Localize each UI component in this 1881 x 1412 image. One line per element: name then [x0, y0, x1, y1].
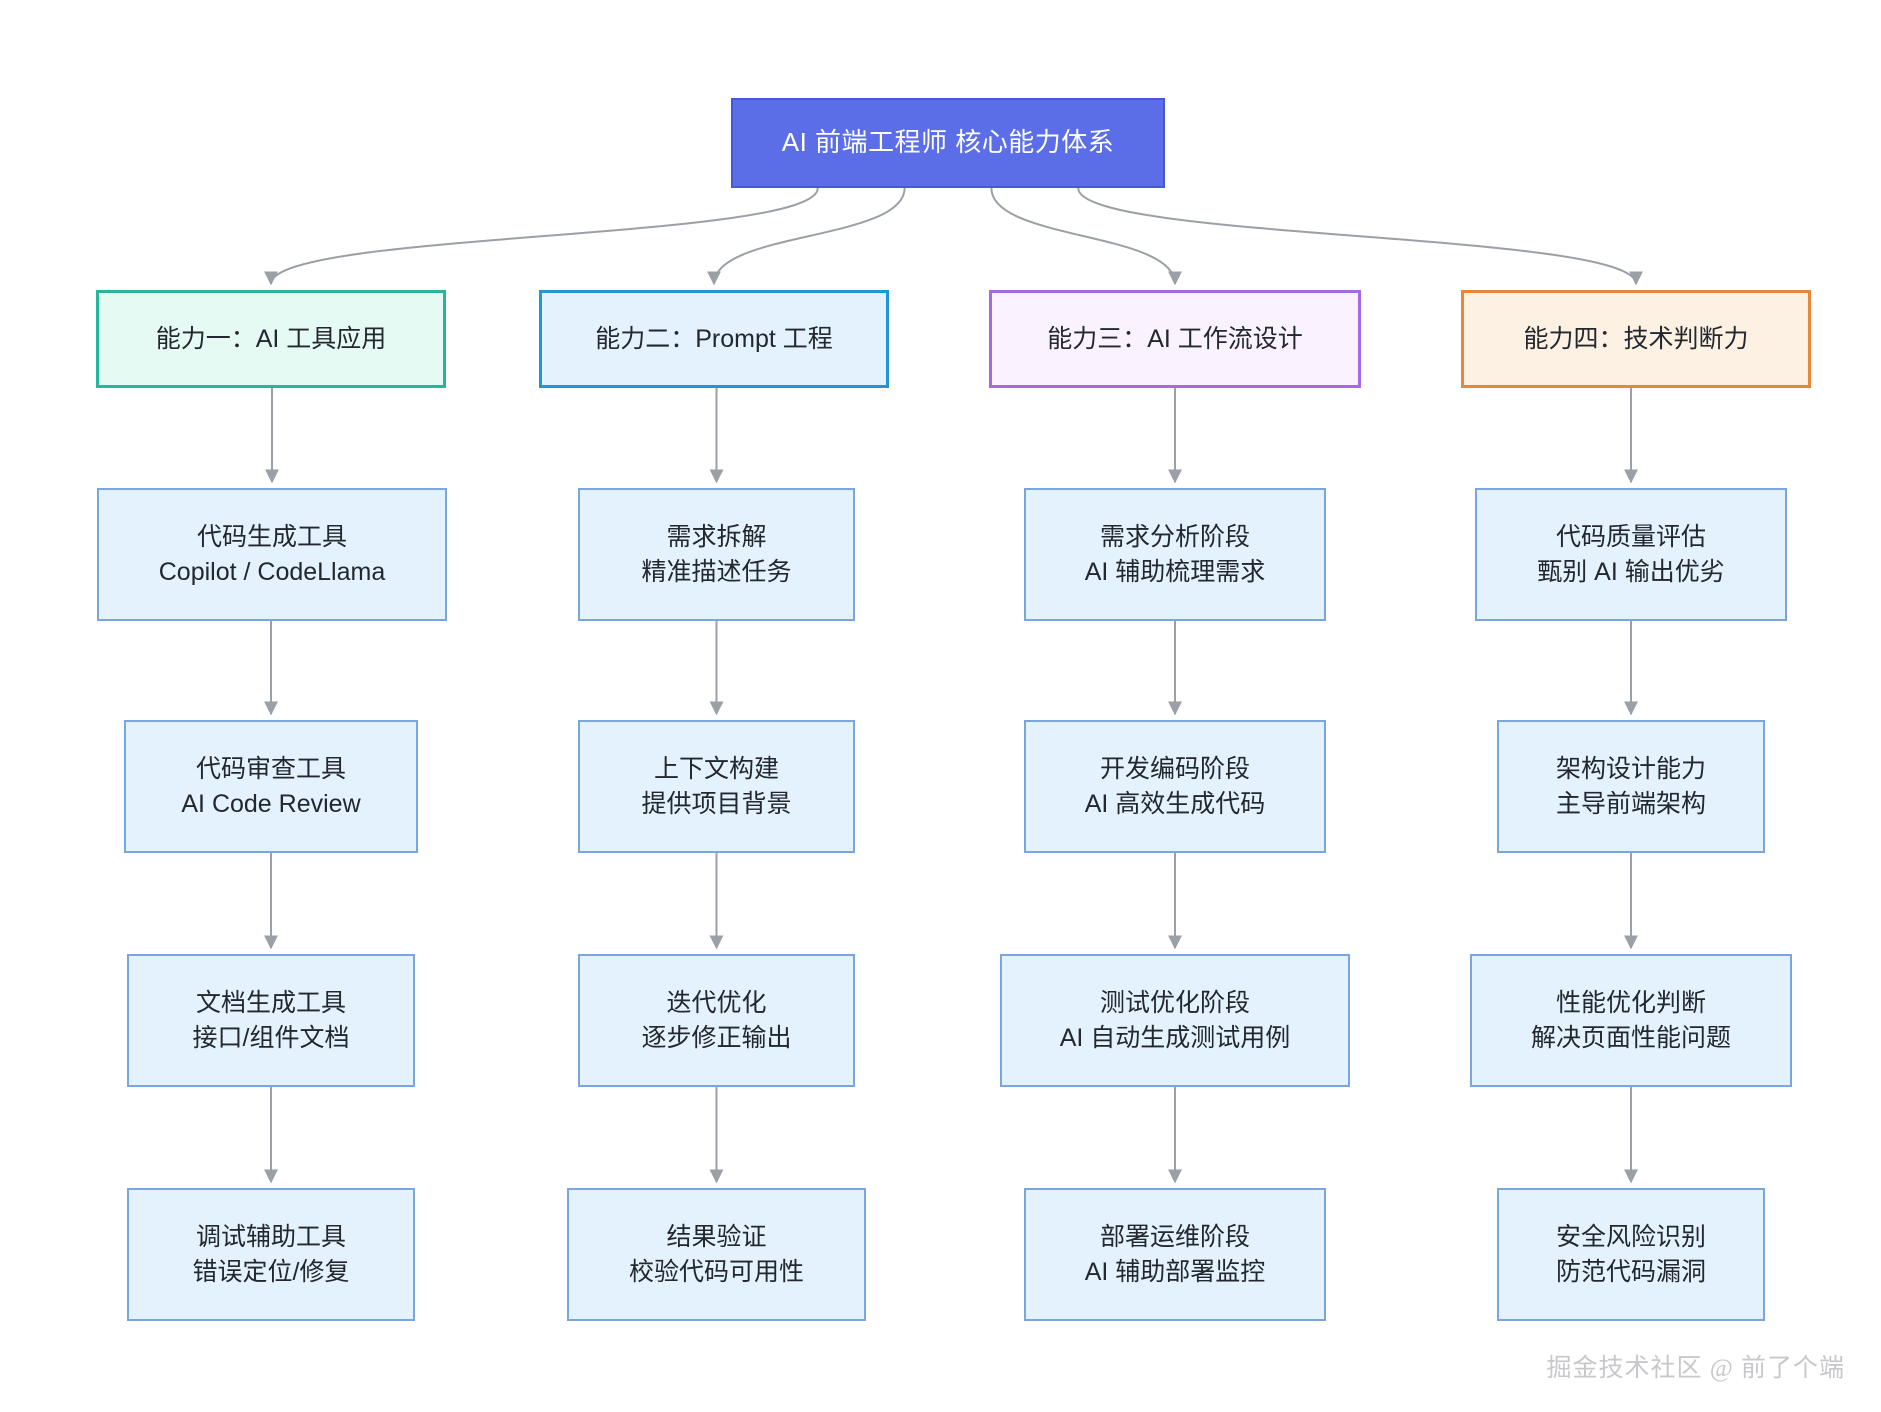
step-node-title: 代码生成工具 [196, 523, 347, 551]
step-node-subtitle: 主导前端架构 [1555, 789, 1706, 818]
step-node-4-1[interactable]: 代码质量评估甄别 AI 输出优劣 [1475, 488, 1787, 621]
step-node-title: 架构设计能力 [1555, 755, 1706, 783]
category-node-label: 能力一：AI 工具应用 [155, 324, 387, 353]
step-node-subtitle: 解决页面性能问题 [1530, 1023, 1731, 1052]
step-node-title: 需求分析阶段 [1099, 523, 1250, 551]
step-node-2-4[interactable]: 结果验证校验代码可用性 [567, 1188, 866, 1321]
step-node-subtitle: 接口/组件文档 [192, 1023, 350, 1052]
category-node-1[interactable]: 能力一：AI 工具应用 [96, 290, 446, 388]
step-node-title: 需求拆解 [666, 523, 767, 551]
step-node-subtitle: 防范代码漏洞 [1555, 1257, 1706, 1286]
step-node-title: 调试辅助工具 [195, 1223, 346, 1251]
step-node-2-1[interactable]: 需求拆解精准描述任务 [578, 488, 855, 621]
step-node-title: 性能优化判断 [1555, 989, 1706, 1017]
step-node-title: 文档生成工具 [195, 989, 346, 1017]
step-node-3-1[interactable]: 需求分析阶段 AI 辅助梳理需求 [1024, 488, 1326, 621]
step-node-subtitle: AI Code Review [181, 789, 361, 818]
root-node-label: AI 前端工程师 核心能力体系 [781, 127, 1115, 158]
connector [707, 187, 906, 286]
step-node-subtitle: 错误定位/修复 [192, 1257, 350, 1286]
step-node-subtitle: AI 辅助部署监控 [1084, 1257, 1266, 1286]
step-node-title: 结果验证 [666, 1223, 767, 1251]
step-node-subtitle: 甄别 AI 输出优劣 [1537, 557, 1725, 586]
category-node-label: 能力三：AI 工作流设计 [1047, 324, 1303, 353]
step-node-title: 上下文构建 [653, 755, 779, 783]
step-node-subtitle: AI 辅助梳理需求 [1084, 557, 1266, 586]
step-node-title: 测试优化阶段 [1099, 989, 1250, 1017]
step-node-1-1[interactable]: 代码生成工具 Copilot / CodeLlama [97, 488, 447, 621]
category-node-2[interactable]: 能力二：Prompt 工程 [539, 290, 889, 388]
step-node-subtitle: Copilot / CodeLlama [158, 557, 386, 586]
root-node[interactable]: AI 前端工程师 核心能力体系 [731, 98, 1165, 188]
category-node-3[interactable]: 能力三：AI 工作流设计 [989, 290, 1361, 388]
step-node-subtitle: AI 自动生成测试用例 [1059, 1023, 1291, 1052]
step-node-subtitle: 逐步修正输出 [641, 1023, 792, 1052]
step-node-title: 代码审查工具 [195, 755, 346, 783]
step-node-1-3[interactable]: 文档生成工具接口/组件文档 [127, 954, 415, 1087]
step-node-1-4[interactable]: 调试辅助工具错误定位/修复 [127, 1188, 415, 1321]
step-node-2-3[interactable]: 迭代优化逐步修正输出 [578, 954, 855, 1087]
step-node-title: 部署运维阶段 [1099, 1223, 1250, 1251]
step-node-1-2[interactable]: 代码审查工具 AI Code Review [124, 720, 418, 853]
step-node-subtitle: 校验代码可用性 [628, 1257, 804, 1286]
step-node-4-3[interactable]: 性能优化判断解决页面性能问题 [1470, 954, 1792, 1087]
watermark: 掘金技术社区 @ 前了个端 [1546, 1355, 1845, 1382]
connector [1077, 187, 1643, 286]
connector [264, 187, 819, 286]
step-node-title: 开发编码阶段 [1099, 755, 1250, 783]
step-node-subtitle: 精准描述任务 [641, 557, 792, 586]
step-node-3-3[interactable]: 测试优化阶段 AI 自动生成测试用例 [1000, 954, 1350, 1087]
step-node-title: 代码质量评估 [1555, 523, 1706, 551]
step-node-title: 安全风险识别 [1555, 1223, 1706, 1251]
category-node-label: 能力四：技术判断力 [1523, 324, 1749, 353]
step-node-subtitle: 提供项目背景 [641, 789, 792, 818]
step-node-3-2[interactable]: 开发编码阶段 AI 高效生成代码 [1024, 720, 1326, 853]
step-node-3-4[interactable]: 部署运维阶段 AI 辅助部署监控 [1024, 1188, 1326, 1321]
category-node-4[interactable]: 能力四：技术判断力 [1461, 290, 1811, 388]
step-node-2-2[interactable]: 上下文构建提供项目背景 [578, 720, 855, 853]
step-node-4-4[interactable]: 安全风险识别防范代码漏洞 [1497, 1188, 1765, 1321]
step-node-title: 迭代优化 [666, 989, 767, 1017]
step-node-4-2[interactable]: 架构设计能力主导前端架构 [1497, 720, 1765, 853]
category-node-label: 能力二：Prompt 工程 [595, 324, 833, 353]
connector [990, 187, 1182, 286]
step-node-subtitle: AI 高效生成代码 [1084, 789, 1266, 818]
